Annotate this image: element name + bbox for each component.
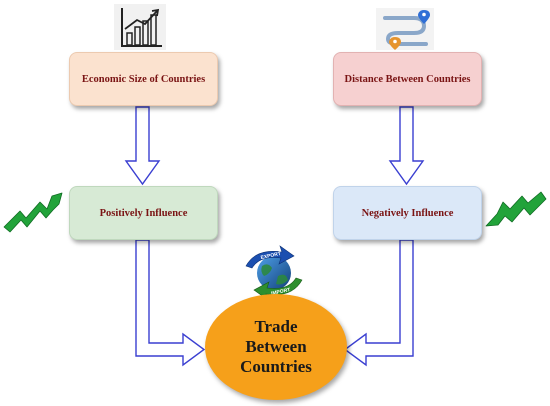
positive-influence-label: Positively Influence: [99, 207, 188, 219]
bar-chart-growth-icon: [114, 4, 166, 50]
distance-label: Distance Between Countries: [344, 73, 471, 85]
globe-import-label: IMPORT: [271, 287, 291, 297]
negative-influence-box: Negatively Influence: [333, 186, 482, 240]
globe-trade-arrows-icon: EXPORT IMPORT: [245, 245, 303, 301]
down-arrow-left: [124, 106, 161, 186]
elbow-arrow-right: [343, 239, 414, 367]
green-up-zigzag-arrow-icon: [3, 192, 63, 233]
positive-influence-box: Positively Influence: [69, 186, 218, 240]
elbow-arrow-left: [135, 239, 206, 367]
down-arrow-right: [388, 106, 425, 186]
route-map-pins-icon: [376, 8, 434, 50]
economic-size-box: Economic Size of Countries: [69, 52, 218, 106]
globe-export-label: EXPORT: [260, 251, 281, 261]
negative-influence-label: Negatively Influence: [361, 207, 454, 219]
trade-between-countries-ellipse: Trade Between Countries: [205, 294, 347, 400]
green-down-zigzag-arrow-icon: [485, 191, 547, 227]
trade-label: Trade Between Countries: [240, 317, 312, 376]
economic-size-label: Economic Size of Countries: [81, 73, 206, 85]
distance-box: Distance Between Countries: [333, 52, 482, 106]
